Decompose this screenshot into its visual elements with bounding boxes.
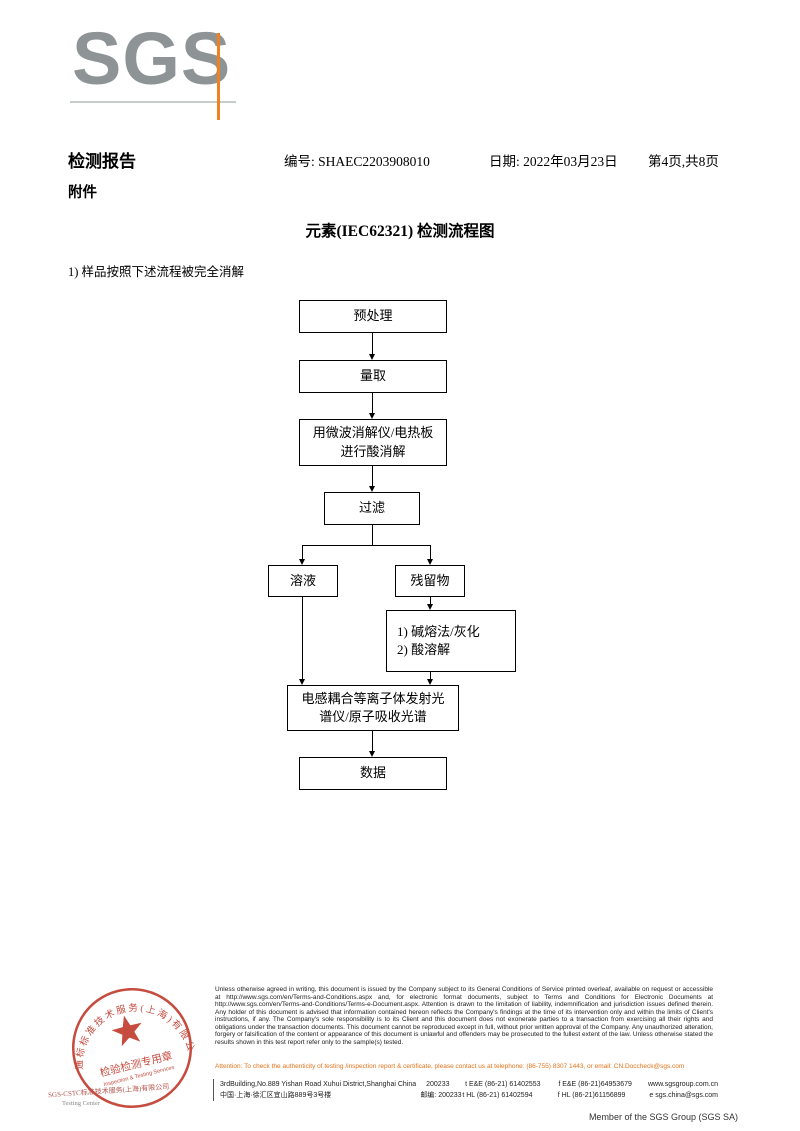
flow-node-label: 溶液 [289,572,316,588]
legal-disclaimer: Unless otherwise agreed in writing, this… [215,986,713,1046]
flow-node-acid-digestion: 用微波消解仪/电热板 进行酸消解 [299,419,447,466]
flow-node-label: 电感耦合等离子体发射光 [301,690,445,706]
email: e sgs.china@sgs.com [649,1092,718,1100]
process-note: 1) 样品按照下述流程被完全消解 [68,265,245,279]
section-title: 元素(IEC62321) 检测流程图 [305,223,495,240]
flow-node-label: 数据 [359,765,386,781]
postcode-cn: 邮编: 200233 [420,1092,462,1100]
arrow-down-icon [299,559,305,565]
flow-connector [372,333,373,354]
sgs-membership-line: Member of the SGS Group (SGS SA) [588,1112,738,1122]
postcode-en: 200233 [426,1081,450,1088]
flow-connector [372,466,373,486]
flow-node-label: 预处理 [353,308,393,324]
flow-node-solution: 溶液 [268,565,338,597]
address-en: 3rdBuilding,No.889 Yishan Road Xuhui Dis… [220,1081,417,1088]
report-date: 日期: 2022年03月23日 [489,154,618,169]
arrow-down-icon [369,413,375,419]
flow-connector [430,545,431,559]
address-block: 3rdBuilding,No.889 Yishan Road Xuhui Dis… [213,1079,718,1102]
attachment-label: 附件 [68,185,97,201]
flow-node-alkali-fusion: 1) 碱熔法/灰化 2) 酸溶解 [386,610,516,672]
arrow-down-icon [427,604,433,610]
address-cn: 中国·上海·徐汇区宜山路889号3号楼 [220,1092,332,1100]
report-number: 编号: SHAEC2203908010 [284,154,430,169]
tel-en: t E&E (86-21) 61402553 [465,1081,541,1088]
star-icon [111,1015,142,1047]
flow-node-label: 进行酸消解 [340,443,406,459]
address-row-cn: 中国·上海·徐汇区宜山路889号3号楼 邮编: 200233 t HL (86-… [220,1090,718,1101]
stamp-side-center: Testing Center [62,1100,100,1107]
flow-node-pretreatment: 预处理 [299,300,447,333]
arrow-down-icon [299,679,305,685]
address-row-en: 3rdBuilding,No.889 Yishan Road Xuhui Dis… [220,1079,718,1090]
flow-connector [302,597,303,679]
logo-orange-accent [217,33,220,120]
flow-connector [372,525,373,545]
arrow-down-icon [427,679,433,685]
flow-connector [302,545,303,559]
website: www.sgsgroup.com.cn [647,1081,718,1088]
flow-branch-line [302,545,431,546]
flow-node-data: 数据 [299,757,447,790]
arrow-down-icon [369,751,375,757]
flow-connector [372,393,373,413]
flow-node-measure: 量取 [299,360,447,393]
flow-node-icp-aas: 电感耦合等离子体发射光 谱仪/原子吸收光谱 [287,685,459,731]
logo-horizontal-rule [70,101,236,103]
flow-node-label: 2) 酸溶解 [397,642,451,657]
arrow-down-icon [427,559,433,565]
flow-connector [430,597,431,604]
flow-node-label: 1) 碱熔法/灰化 [397,623,480,639]
report-title: 检测报告 [68,152,136,171]
flow-node-filter: 过滤 [324,492,420,525]
tel-cn: t HL (86-21) 61402594 [462,1092,533,1100]
attention-notice: Attention: To check the authenticity of … [215,1063,685,1070]
sgs-logo: SGS [72,17,232,100]
flow-node-label: 过滤 [358,500,385,516]
flow-node-label: 用微波消解仪/电热板 [312,425,434,441]
flow-connector [372,731,373,751]
flow-node-residue: 残留物 [395,565,465,597]
flow-node-label: 谱仪/原子吸收光谱 [319,709,427,724]
flow-node-label: 残留物 [410,572,450,588]
flow-connector [430,672,431,679]
flow-node-label: 量取 [359,368,386,384]
fax-en: f E&E (86-21)64953679 [558,1081,632,1088]
arrow-down-icon [369,354,375,360]
fax-cn: f HL (86-21)61156899 [557,1092,626,1100]
page-indicator: 第4页,共8页 [648,154,719,169]
arrow-down-icon [369,486,375,492]
